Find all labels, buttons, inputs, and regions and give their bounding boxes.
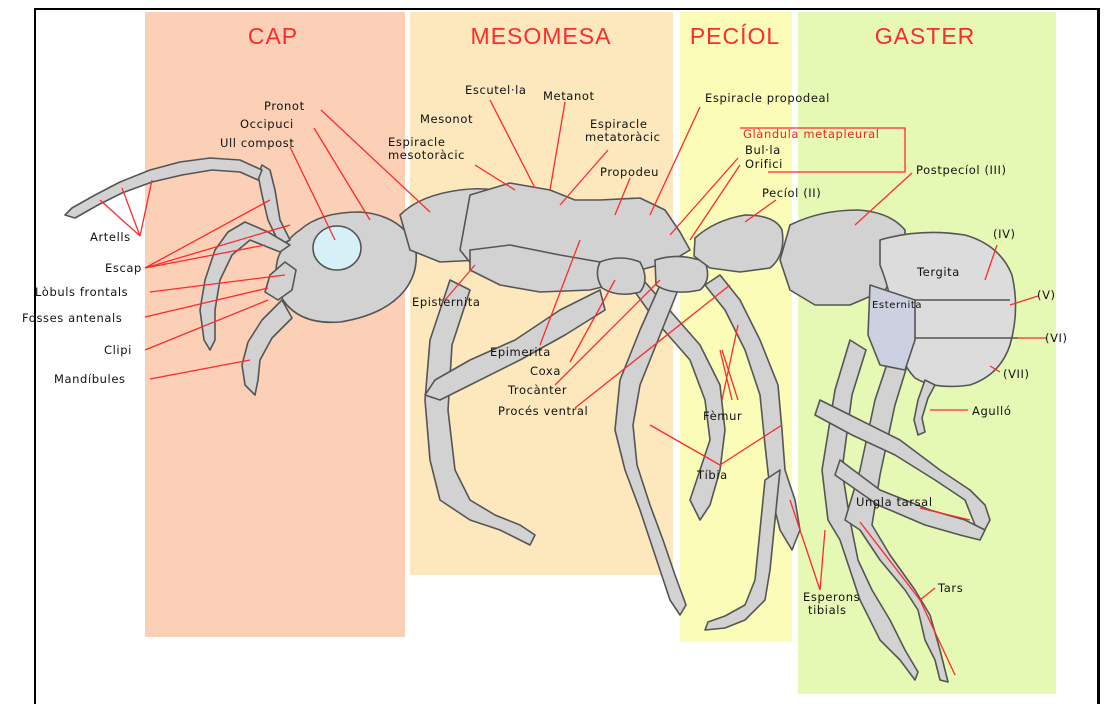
diagram-frame [34, 8, 1100, 704]
